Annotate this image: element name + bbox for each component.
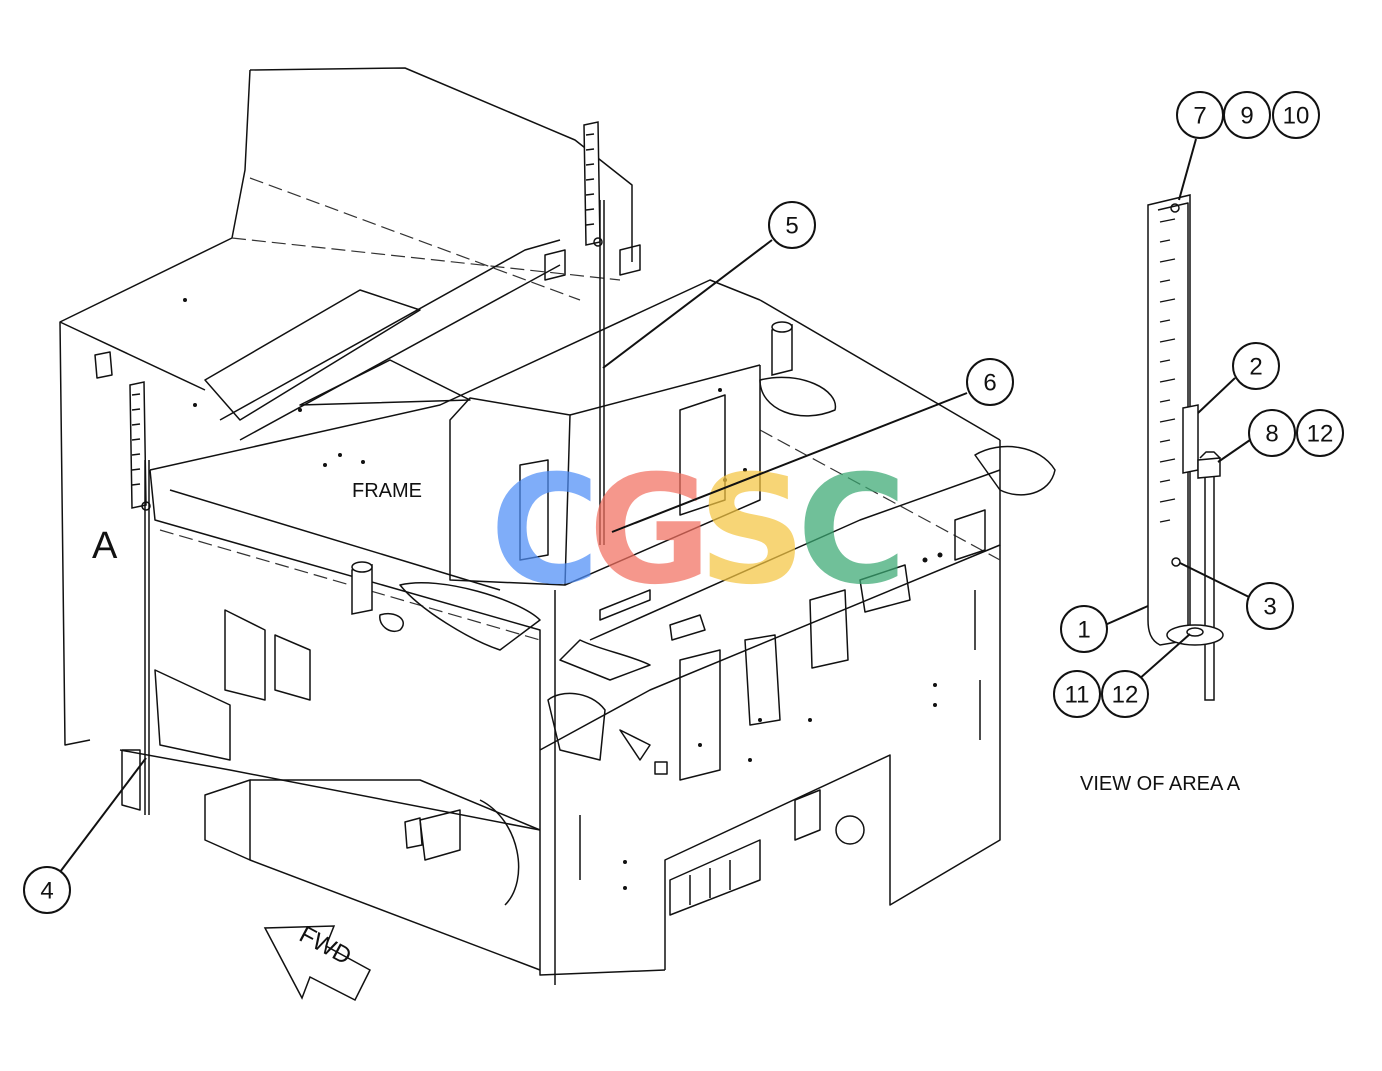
svg-text:12: 12 (1112, 682, 1139, 709)
machine-frame-drawing (59, 67, 1056, 985)
callout-6: 6 (966, 358, 1014, 406)
area-a-marker: A (92, 525, 118, 567)
callout-3: 3 (1246, 582, 1294, 630)
watermark-letter-3: S (698, 444, 806, 618)
watermark-letter-1: C (490, 444, 600, 618)
svg-text:10: 10 (1283, 103, 1310, 130)
forward-arrow-icon: FWD (263, 921, 371, 1002)
callout-5: 5 (768, 201, 816, 249)
callout-12-lower: 12 (1101, 670, 1149, 718)
leader-lines (59, 138, 1251, 873)
svg-text:5: 5 (785, 213, 798, 240)
svg-text:2: 2 (1249, 354, 1262, 381)
view-caption: VIEW OF AREA A (1080, 773, 1241, 795)
watermark: C G S C (490, 444, 907, 618)
callout-4: 4 (23, 866, 71, 914)
svg-text:3: 3 (1263, 594, 1276, 621)
svg-text:7: 7 (1193, 103, 1206, 130)
callout-7: 7 (1176, 91, 1224, 139)
detail-gauge-ticks (1159, 218, 1176, 523)
svg-text:8: 8 (1265, 421, 1278, 448)
watermark-letter-4: C (797, 444, 907, 618)
frame-label: FRAME (352, 480, 422, 502)
watermark-letter-2: G (588, 444, 711, 618)
svg-text:12: 12 (1307, 421, 1334, 448)
svg-text:4: 4 (40, 878, 53, 905)
rivet-dots (183, 298, 943, 890)
detail-view-area-a (1147, 194, 1224, 701)
callout-2: 2 (1232, 342, 1280, 390)
callout-9: 9 (1223, 91, 1271, 139)
callout-12-upper: 12 (1296, 409, 1344, 457)
svg-text:1: 1 (1077, 617, 1090, 644)
svg-text:9: 9 (1240, 103, 1253, 130)
callout-11: 11 (1053, 670, 1101, 718)
callout-8: 8 (1248, 409, 1296, 457)
hood-gauge-ticks (585, 133, 595, 226)
callout-10: 10 (1272, 91, 1320, 139)
svg-text:11: 11 (1065, 682, 1090, 709)
left-gauge-ticks (131, 393, 141, 486)
callout-1: 1 (1060, 605, 1108, 653)
svg-text:6: 6 (983, 370, 996, 397)
